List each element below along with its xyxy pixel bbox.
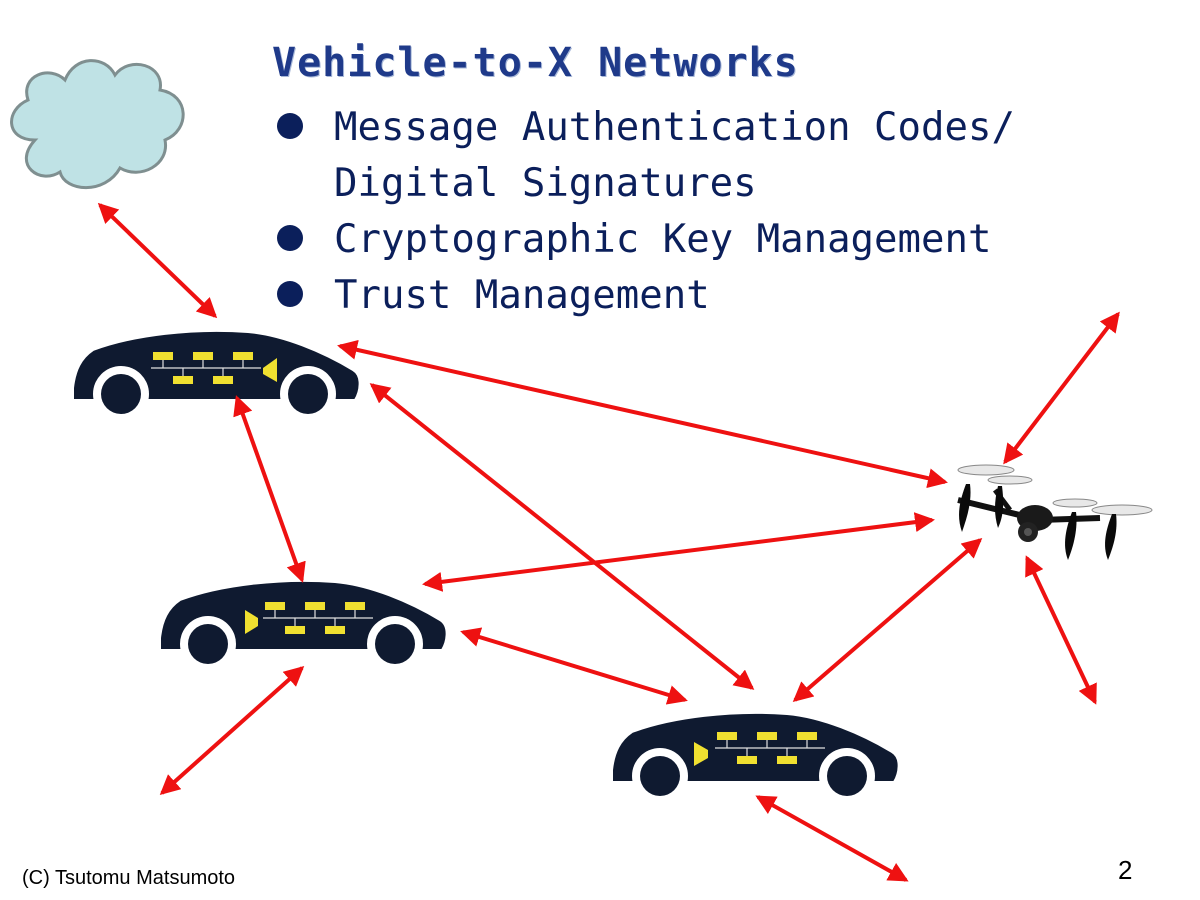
bullet-list: Message Authentication Codes/ Digital Si… [272, 100, 1015, 324]
bullet-item: Message Authentication Codes/ Digital Si… [272, 100, 1015, 212]
bullet-dot-icon [277, 281, 303, 307]
bullet-line: Digital Signatures [334, 161, 757, 206]
drone-icon [957, 464, 1153, 560]
copyright-footer: (C) Tsutomu Matsumoto [22, 867, 236, 889]
car-icon-1 [72, 329, 361, 423]
link-car2-drone [422, 512, 935, 592]
link-car2-outside [159, 666, 305, 795]
bullet-dot-icon [277, 225, 303, 251]
link-car3-outside [755, 795, 909, 882]
bullet-line: Message Authentication Codes/ [334, 105, 1015, 150]
link-cloud-car1 [97, 202, 218, 319]
link-car1-drone [337, 339, 948, 489]
car-icon-2 [159, 579, 448, 673]
car-icon-3 [611, 711, 900, 805]
link-car1-car2 [233, 395, 306, 583]
link-drone-outside-bottom [1025, 555, 1097, 705]
bullet-item: Cryptographic Key Management [272, 212, 1015, 268]
cloud-icon [10, 59, 185, 190]
bullet-dot-icon [277, 113, 303, 139]
links [97, 202, 1120, 882]
bullet-line: Cryptographic Key Management [334, 217, 992, 262]
slide-title: Vehicle-to-X Networks [272, 40, 799, 86]
link-car3-drone [792, 538, 983, 702]
link-drone-outside-top [1003, 311, 1120, 465]
bullet-line: Trust Management [334, 273, 710, 318]
page-number: 2 [1118, 855, 1133, 885]
link-car2-car3 [460, 627, 688, 705]
bullet-item: Trust Management [272, 268, 1015, 324]
